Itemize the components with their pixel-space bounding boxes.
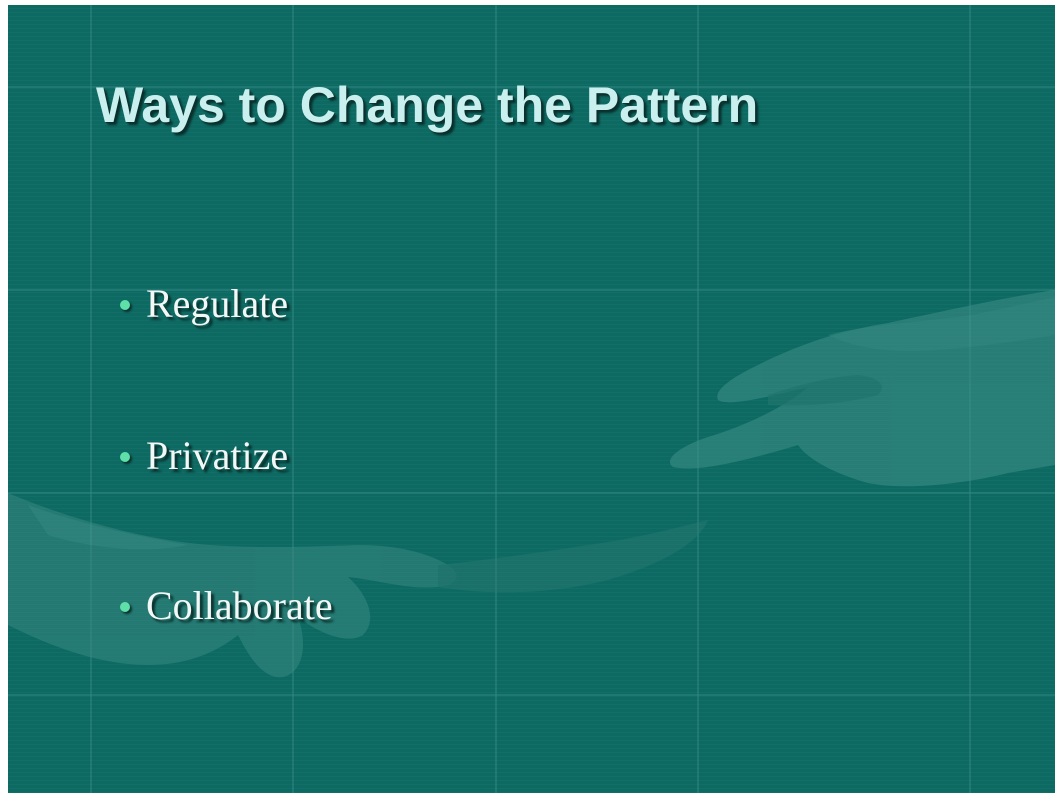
list-item: Collaborate [120,575,333,635]
bullet-dot-icon [120,602,130,612]
bullet-text: Privatize [146,432,289,478]
list-item: Regulate [120,273,288,333]
reaching-hand-left-icon [8,493,708,678]
slide-title: Ways to Change the Pattern [96,77,759,133]
bullet-text: Collaborate [146,582,333,628]
reaching-hand-right-icon [669,290,1055,487]
background-art [8,5,1055,793]
slide: Ways to Change the Pattern Regulate Priv… [8,5,1055,793]
bullet-dot-icon [120,452,130,462]
bullet-text: Regulate [146,280,289,326]
bullet-dot-icon [120,300,130,310]
list-item: Privatize [120,425,288,485]
